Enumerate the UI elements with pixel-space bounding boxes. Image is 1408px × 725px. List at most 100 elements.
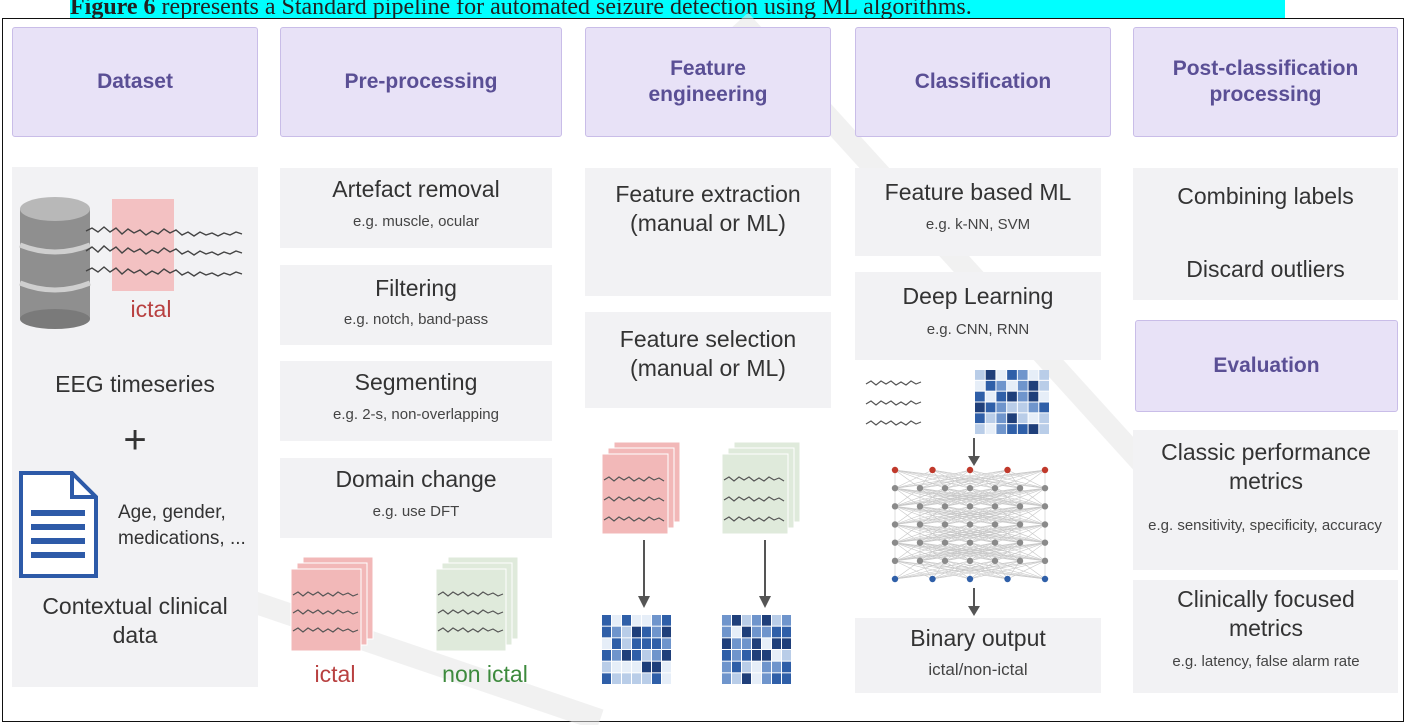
feature-matrix-cell bbox=[652, 661, 661, 673]
feature-matrix-cell bbox=[1039, 424, 1049, 434]
nn-edge bbox=[932, 560, 946, 580]
post-processing-card bbox=[1133, 168, 1398, 300]
nn-edge bbox=[919, 560, 933, 580]
nn-node bbox=[1041, 484, 1049, 492]
feature-matrix-cell bbox=[752, 626, 761, 638]
nn-edge bbox=[994, 506, 1046, 525]
nn-node bbox=[929, 575, 936, 583]
feature-matrix-cell bbox=[662, 615, 671, 626]
nn-node bbox=[941, 484, 949, 492]
feature-matrix-cell bbox=[622, 650, 631, 661]
feature-matrix-cell bbox=[752, 615, 761, 626]
feature-matrix-cell bbox=[642, 638, 651, 649]
nn-node bbox=[891, 503, 899, 510]
nn-edge bbox=[969, 560, 1046, 580]
diagram-frame bbox=[2, 18, 1404, 722]
nn-edge bbox=[894, 524, 946, 543]
clinical-metrics-label: Clinically focused metrics bbox=[1177, 586, 1355, 641]
classification-input-signals bbox=[865, 380, 922, 426]
feature-matrix-cell bbox=[996, 380, 1007, 391]
nn-edge bbox=[894, 487, 921, 507]
feature-matrix-cell bbox=[1017, 380, 1028, 391]
nn-edge bbox=[969, 560, 1021, 580]
nn-edge bbox=[919, 506, 1046, 525]
feature-matrix-cell bbox=[752, 661, 761, 673]
feature-matrix-cell bbox=[1028, 402, 1039, 413]
feature-matrix-cell bbox=[975, 413, 985, 424]
feature-matrix-cell bbox=[985, 391, 996, 402]
nn-node bbox=[1041, 539, 1049, 546]
nn-edge bbox=[994, 542, 1046, 562]
dataset-contextual-label: Contextual clinical data bbox=[42, 593, 228, 648]
nn-edge bbox=[919, 469, 1008, 489]
feature-matrix-cell bbox=[732, 638, 741, 649]
feature-matrix-cell bbox=[985, 402, 996, 413]
nn-edge bbox=[944, 506, 1046, 525]
feature-matrix-cell bbox=[602, 673, 611, 684]
feature-arrow-left bbox=[638, 540, 650, 608]
nn-edge bbox=[894, 506, 946, 525]
binary-output-sub: ictal/non-ictal bbox=[928, 660, 1028, 679]
feature-extraction-label: Feature extraction (manual or ML) bbox=[615, 181, 801, 236]
nn-node bbox=[966, 521, 974, 528]
nn-node bbox=[1004, 575, 1011, 583]
preproc-sub-2: e.g. notch, band-pass bbox=[343, 311, 489, 328]
nn-edge bbox=[944, 469, 1008, 489]
nn-edge bbox=[894, 469, 946, 489]
feature-matrix-cell bbox=[622, 626, 631, 638]
dataset-plus: + bbox=[123, 418, 147, 462]
feature-extraction-card bbox=[585, 168, 831, 296]
feature-nonictal-signals bbox=[721, 441, 801, 535]
preproc-card-2 bbox=[280, 265, 552, 345]
feature-ml-card bbox=[855, 168, 1101, 256]
feature-matrix-cell bbox=[732, 650, 741, 661]
dataset-doc-text: Age, gender, medications, ... bbox=[118, 502, 246, 549]
nn-node bbox=[1016, 503, 1024, 510]
dataset-ictal-label: ictal bbox=[130, 296, 172, 322]
feature-matrix-cell bbox=[1028, 380, 1039, 391]
nn-edge bbox=[894, 487, 971, 507]
feature-matrix-cell bbox=[732, 673, 741, 684]
feature-matrix-cell bbox=[1007, 413, 1017, 424]
nn-edge bbox=[994, 487, 1046, 507]
nn-node bbox=[1041, 503, 1049, 510]
nn-edge bbox=[1019, 542, 1046, 562]
binary-output-card bbox=[855, 618, 1101, 693]
classic-metrics-card bbox=[1133, 430, 1398, 570]
feature-matrix-cell bbox=[1007, 380, 1017, 391]
preproc-card-1 bbox=[280, 168, 552, 248]
feature-matrix-cell bbox=[632, 673, 641, 684]
feature-matrix-cell bbox=[762, 673, 771, 684]
nn-edge bbox=[894, 506, 996, 525]
document-icon bbox=[19, 471, 98, 578]
clinical-metrics-card bbox=[1133, 580, 1398, 693]
feature-matrix-cell bbox=[1039, 380, 1049, 391]
preproc-title-1: Artefact removal bbox=[332, 176, 500, 202]
feature-matrix-cell bbox=[1017, 391, 1028, 402]
feature-ml-label: Feature based ML bbox=[884, 179, 1072, 205]
feature-matrix-cell bbox=[985, 424, 996, 434]
feature-matrix-cell bbox=[722, 638, 731, 649]
feature-matrix-cell bbox=[772, 615, 781, 626]
feature-matrix-cell bbox=[996, 370, 1007, 380]
nn-edge bbox=[919, 524, 1046, 543]
nn-node bbox=[891, 466, 899, 474]
feature-matrix-cell bbox=[762, 661, 771, 673]
nn-edge bbox=[994, 560, 1046, 580]
feature-matrix-cell bbox=[722, 661, 731, 673]
nn-edge bbox=[932, 560, 1046, 580]
feature-matrix-cell bbox=[662, 638, 671, 649]
preproc-nonictal-label: non ictal bbox=[442, 661, 528, 687]
nn-edge bbox=[944, 469, 971, 489]
feature-matrix-cell bbox=[632, 650, 641, 661]
caption-prefix: Figure 6 bbox=[70, 0, 156, 18]
nn-node bbox=[1041, 557, 1049, 565]
nn-node bbox=[929, 466, 936, 474]
feature-matrix-cell bbox=[612, 650, 621, 661]
nn-node bbox=[966, 503, 974, 510]
feature-matrix-cell bbox=[975, 391, 985, 402]
nn-node bbox=[891, 484, 899, 492]
feature-matrix-cell bbox=[1017, 402, 1028, 413]
feature-matrix-cell bbox=[1028, 370, 1039, 380]
nn-node bbox=[916, 503, 924, 510]
